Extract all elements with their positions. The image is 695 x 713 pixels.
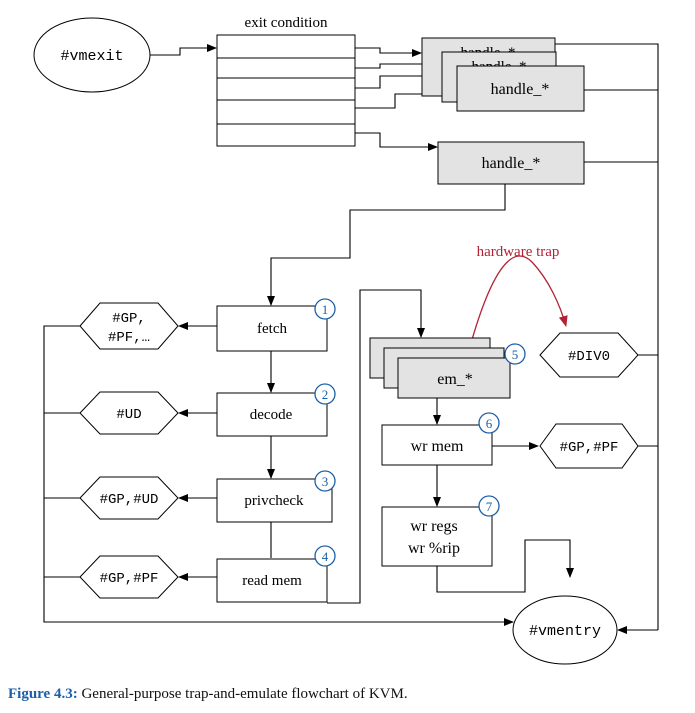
kvm-flowchart: #vmexit exit condition handle_* handle_*…: [33, 15, 659, 665]
svg-text:#GP,#PF: #GP,#PF: [560, 440, 619, 456]
step-badge-1: 1: [314, 298, 336, 320]
exit-condition-table: exit condition: [216, 15, 356, 147]
svg-text:fetch: fetch: [257, 321, 287, 337]
fetch-node: fetch: [216, 305, 328, 352]
step-badge-5: 5: [504, 343, 526, 365]
em-stack-front: [397, 357, 511, 399]
svg-text:4: 4: [322, 549, 329, 564]
svg-text:#UD: #UD: [116, 407, 141, 423]
wr-regs-node: wr regs wr %rip: [381, 506, 493, 567]
svg-text:1: 1: [322, 302, 329, 317]
vmexit-label: #vmexit: [60, 48, 123, 65]
svg-text:7: 7: [486, 499, 493, 514]
svg-text:#vmentry: #vmentry: [529, 623, 601, 640]
svg-text:#GP,#UD: #GP,#UD: [100, 492, 159, 508]
svg-text:wr mem: wr mem: [411, 438, 464, 455]
exception-gp-pf-hex-lower: #GP,#PF: [79, 555, 179, 599]
vmentry-node: #vmentry: [512, 595, 618, 665]
step-badge-6: 6: [478, 412, 500, 434]
wr-mem-node: wr mem: [381, 424, 493, 466]
exception-gp-pf-hex-right: #GP,#PF: [539, 423, 639, 469]
svg-text:5: 5: [512, 347, 519, 362]
hardware-trap-label: hardware trap: [477, 244, 560, 260]
read-mem-node: read mem: [216, 558, 328, 603]
svg-text:6: 6: [486, 416, 493, 431]
figure-caption: Figure 4.3: General-purpose trap-and-emu…: [8, 686, 408, 703]
decode-node: decode: [216, 392, 328, 437]
svg-text:decode: decode: [250, 407, 293, 423]
svg-text:handle_*: handle_*: [491, 81, 550, 98]
step-badge-2: 2: [314, 383, 336, 405]
step-badge-7: 7: [478, 495, 500, 517]
svg-text:#PF,…: #PF,…: [108, 330, 150, 346]
svg-text:read mem: read mem: [242, 573, 302, 589]
svg-text:em_*: em_*: [437, 371, 473, 388]
step-badge-4: 4: [314, 545, 336, 567]
svg-text:wr %rip: wr %rip: [408, 540, 460, 557]
svg-text:wr regs: wr regs: [410, 518, 458, 535]
figure-caption-label: Figure 4.3:: [8, 686, 78, 702]
exit-condition-label: exit condition: [245, 15, 328, 31]
handle-main-node: handle_*: [437, 141, 585, 185]
svg-text:handle_*: handle_*: [482, 155, 541, 172]
handle-stack: handle_* handle_* handle_*: [421, 37, 585, 112]
svg-text:2: 2: [322, 387, 329, 402]
exception-ud-hex: #UD: [79, 391, 179, 435]
privcheck-node: privcheck: [216, 478, 333, 523]
step-badge-3: 3: [314, 470, 336, 492]
svg-text:#GP,#PF: #GP,#PF: [100, 571, 159, 587]
exception-gp-ud-hex: #GP,#UD: [79, 476, 179, 520]
figure-caption-text: General-purpose trap-and-emulate flowcha…: [81, 686, 408, 702]
handle-stack-front: [456, 65, 585, 112]
exception-gp-pf-hex: #GP, #PF,…: [79, 302, 179, 350]
svg-text:#GP,: #GP,: [112, 311, 146, 327]
vmexit-node: #vmexit: [33, 17, 151, 93]
svg-text:3: 3: [322, 474, 329, 489]
svg-text:privcheck: privcheck: [244, 493, 304, 509]
exception-div0-hex: #DIV0: [539, 332, 639, 378]
connectors: [43, 43, 659, 634]
svg-text:#DIV0: #DIV0: [568, 349, 610, 365]
em-stack: em_*: [369, 337, 511, 399]
